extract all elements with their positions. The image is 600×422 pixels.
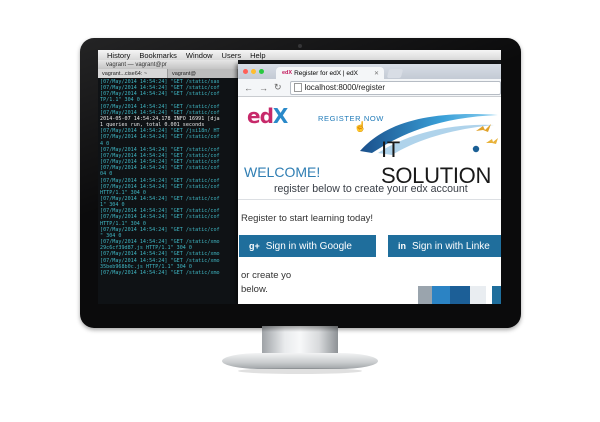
decor-block	[492, 286, 501, 304]
terminal-line: 29c6cf39d87.js HTTP/1.1" 304 0	[100, 245, 193, 252]
terminal-line: [07/May/2014 14:54:24] "GET /static/cof	[100, 109, 220, 116]
terminal-line: 4 0	[100, 140, 110, 147]
terminal-line: [07/May/2014 14:54:24] "GET /static/cof	[100, 85, 220, 92]
base-shadow	[238, 368, 362, 374]
url-text: localhost:8000/register	[304, 83, 386, 92]
browser-toolbar: ← → ↻ localhost:8000/register	[238, 79, 501, 97]
decor-block	[450, 286, 470, 304]
browser-tab[interactable]: edX Register for edX | edX ✕	[276, 67, 384, 79]
terminal-title: vagrant — vagrant@pr	[98, 60, 238, 69]
menu-history[interactable]: History	[107, 50, 131, 60]
terminal-line: [07/May/2014 14:54:24] "GET /static/xmo	[100, 251, 220, 258]
google-plus-icon: g+	[249, 241, 260, 251]
or-create-text: or create yo below.	[241, 270, 292, 295]
edx-logo[interactable]: edX	[247, 104, 288, 128]
terminal-line: [07/May/2014 14:54:24] "GET /static/cof	[100, 226, 220, 233]
terminal-line: " 304 0	[100, 232, 122, 239]
swoosh-light	[378, 124, 494, 155]
terminal-line: 2014-05-07 14:54:24,178 INFO 16991 [dja	[100, 115, 220, 122]
terminal-line: [07/May/2014 14:54:24] "GET /static/xmo	[100, 239, 220, 246]
terminal-output: [07/May/2014 14:54:24] "GET /static/sas[…	[98, 78, 238, 277]
terminal-line: [07/May/2014 14:54:24] "GET /static/cof	[100, 91, 220, 98]
terminal-line: 1" 304 0	[100, 202, 125, 209]
register-prompt: Register to start learning today!	[241, 213, 374, 224]
reload-icon[interactable]: ↻	[274, 82, 282, 92]
terminal-line: [07/May/2014 14:54:24] "GET /static/cof	[100, 195, 220, 202]
terminal-line: [07/May/2014 14:54:24] "GET /static/cof	[100, 152, 220, 159]
terminal-line: [07/May/2014 14:54:24] "GET /static/cof	[100, 159, 220, 166]
decor-block	[432, 286, 450, 304]
address-bar[interactable]: localhost:8000/register	[289, 80, 501, 95]
terminal-line: [07/May/2014 14:54:24] "GET /static/sas	[100, 79, 220, 85]
menu-bookmarks[interactable]: Bookmarks	[139, 50, 177, 60]
menu-window[interactable]: Window	[185, 50, 213, 60]
terminal-line: [07/May/2014 14:54:24] "GET /static/cof	[100, 134, 220, 141]
terminal-line: [07/May/2014 14:54:24] "GET /jsi18n/ HT	[100, 128, 220, 135]
terminal-line: [07/May/2014 14:54:24] "GET /static/cof	[100, 146, 220, 153]
google-signin-button[interactable]: g+ Sign in with Google	[239, 235, 376, 257]
terminal-line: 04 0	[100, 171, 113, 178]
register-now-link[interactable]: REGISTER NOW	[318, 114, 384, 123]
hand-cursor-icon: ☝	[354, 122, 367, 133]
browser-window: edX Register for edX | edX ✕ ← → ↻ local…	[238, 64, 501, 304]
logo-e: e	[247, 104, 261, 128]
divider	[238, 199, 501, 200]
screen: History Bookmarks Window Users Help vagr…	[98, 50, 501, 304]
terminal-line: [07/May/2014 14:54:24] "GET /static/cof	[100, 103, 220, 110]
google-signin-label: Sign in with Google	[265, 240, 352, 252]
edx-register-page: edX REGISTER NOW ☝ IT SOLUTION WELCO	[238, 97, 501, 304]
terminal-line: HTTP/1.1" 304 0	[100, 189, 147, 196]
monitor-stand-base	[222, 353, 378, 369]
dot-icon	[472, 145, 480, 153]
page-icon	[293, 83, 302, 92]
swoosh-graphic	[360, 114, 498, 155]
terminal-tab[interactable]: vagrant...cise64: ~	[98, 69, 168, 78]
terminal-line: TP/1.1" 304 0	[100, 97, 140, 104]
welcome-heading: WELCOME!	[244, 164, 321, 180]
terminal-tab[interactable]: vagrant@	[168, 69, 238, 78]
menu-users[interactable]: Users	[221, 50, 242, 60]
forward-arrow-icon[interactable]: →	[259, 82, 268, 93]
bird-icon	[486, 138, 498, 144]
linkedin-signin-button[interactable]: in Sign in with Linke	[388, 235, 501, 257]
decor-block	[470, 286, 486, 304]
terminal-line: [07/May/2014 14:54:24] "GET /static/cof	[100, 214, 220, 221]
terminal-line: [07/May/2014 14:54:24] "GET /static/xmo	[100, 257, 220, 264]
browser-tab-title: Register for edX | edX	[294, 69, 358, 77]
it-solution-overlay-title: IT SOLUTION	[381, 137, 492, 188]
terminal-line: [07/May/2014 14:54:24] "GET /static/cof	[100, 165, 220, 172]
browser-tab-strip: edX Register for edX | edX ✕	[238, 64, 501, 79]
terminal-line: HTTP/1.1" 304 0	[100, 220, 147, 227]
bird-icon	[476, 124, 491, 132]
stand-shadow	[262, 326, 338, 332]
linkedin-icon: in	[398, 241, 406, 251]
edx-favicon: edX	[282, 70, 293, 76]
welcome-subtitle: register below to create your edx accoun…	[274, 183, 468, 195]
terminal-line: [07/May/2014 14:54:24] "GET /static/cof	[100, 177, 220, 184]
terminal-line: [07/May/2014 14:54:24] "GET /static/cof	[100, 183, 220, 190]
minimize-window-button[interactable]	[251, 69, 256, 74]
logo-d: d	[259, 104, 274, 128]
terminal-line: 1 queries run, total 0.001 seconds	[100, 122, 205, 129]
linkedin-signin-label: Sign in with Linke	[412, 240, 490, 252]
webcam	[298, 44, 302, 48]
logo-x: X	[272, 104, 288, 128]
terminal-tab-bar: vagrant...cise64: ~ vagrant@	[98, 69, 238, 78]
terminal-line: [07/May/2014 14:54:24] "GET /static/cof	[100, 208, 220, 215]
decor-block	[418, 286, 432, 304]
monitor-stand-neck	[262, 326, 338, 356]
terminal-line: [07/May/2014 14:54:24] "GET /static/xmo	[100, 269, 220, 276]
mac-menu-bar: History Bookmarks Window Users Help	[98, 50, 501, 60]
zoom-window-button[interactable]	[259, 69, 264, 74]
window-controls	[243, 69, 267, 74]
tab-close-icon[interactable]: ✕	[373, 70, 379, 77]
terminal-line: 35beb968b0c.js HTTP/1.1" 304 0	[100, 263, 193, 270]
back-arrow-icon[interactable]: ←	[244, 82, 253, 93]
swoosh-blue	[360, 114, 498, 153]
new-tab-button[interactable]	[386, 69, 404, 78]
close-window-button[interactable]	[243, 69, 248, 74]
terminal-window[interactable]: vagrant — vagrant@pr vagrant...cise64: ~…	[98, 60, 238, 304]
menu-help[interactable]: Help	[250, 50, 266, 60]
